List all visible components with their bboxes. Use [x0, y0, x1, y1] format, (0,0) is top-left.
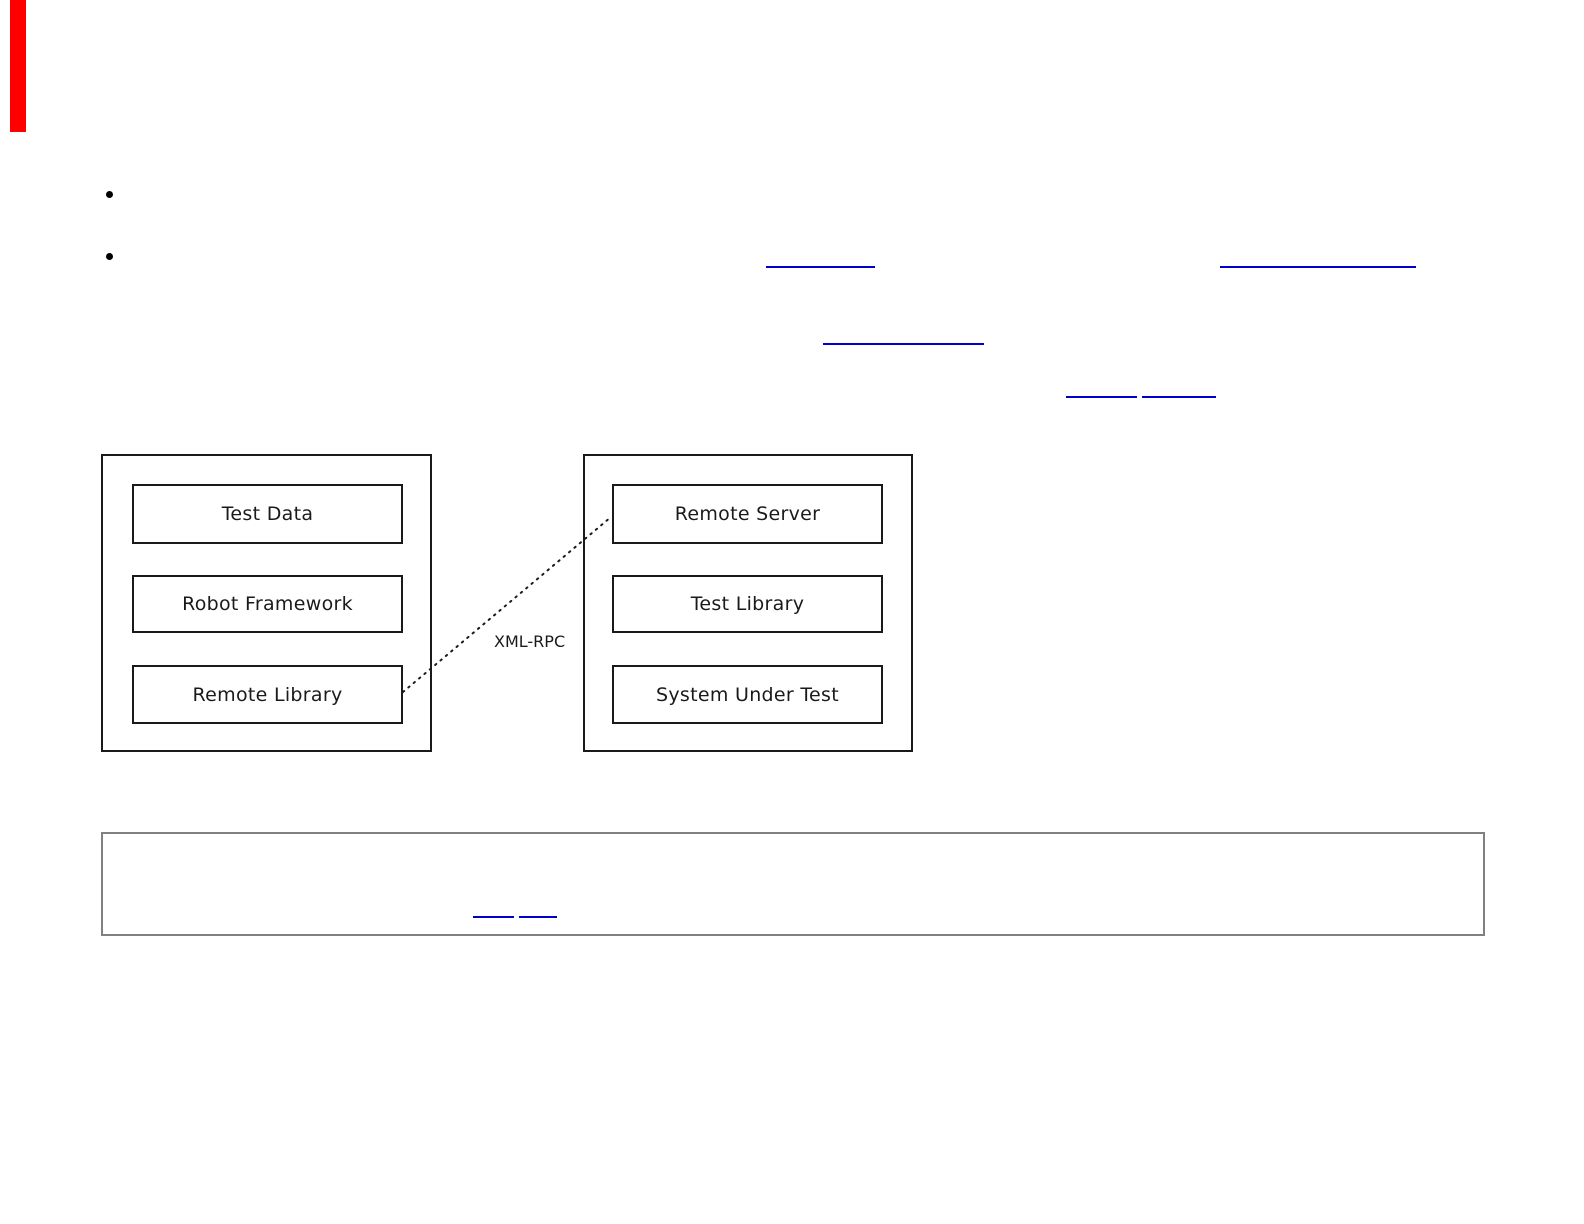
note-link-underline-2[interactable] [519, 916, 557, 918]
test-data-box: Test Data [132, 484, 403, 544]
system-under-test-box: System Under Test [612, 665, 883, 724]
inline-link-underline-4[interactable] [1066, 396, 1137, 398]
remote-server-box: Remote Server [612, 484, 883, 544]
inline-link-underline-1[interactable] [766, 266, 875, 268]
inline-link-underline-2[interactable] [1220, 266, 1416, 268]
xml-rpc-label: XML-RPC [494, 632, 566, 651]
test-library-box: Test Library [612, 575, 883, 633]
inline-link-underline-5[interactable] [1142, 396, 1216, 398]
list-bullet-2 [106, 253, 113, 260]
list-bullet-1 [106, 191, 113, 198]
robot-framework-box: Robot Framework [132, 575, 403, 633]
remote-library-box: Remote Library [132, 665, 403, 724]
note-link-underline-1[interactable] [473, 916, 514, 918]
inline-link-underline-3[interactable] [823, 343, 984, 345]
note-admonition-box [101, 832, 1485, 936]
red-accent-bar [10, 0, 26, 132]
